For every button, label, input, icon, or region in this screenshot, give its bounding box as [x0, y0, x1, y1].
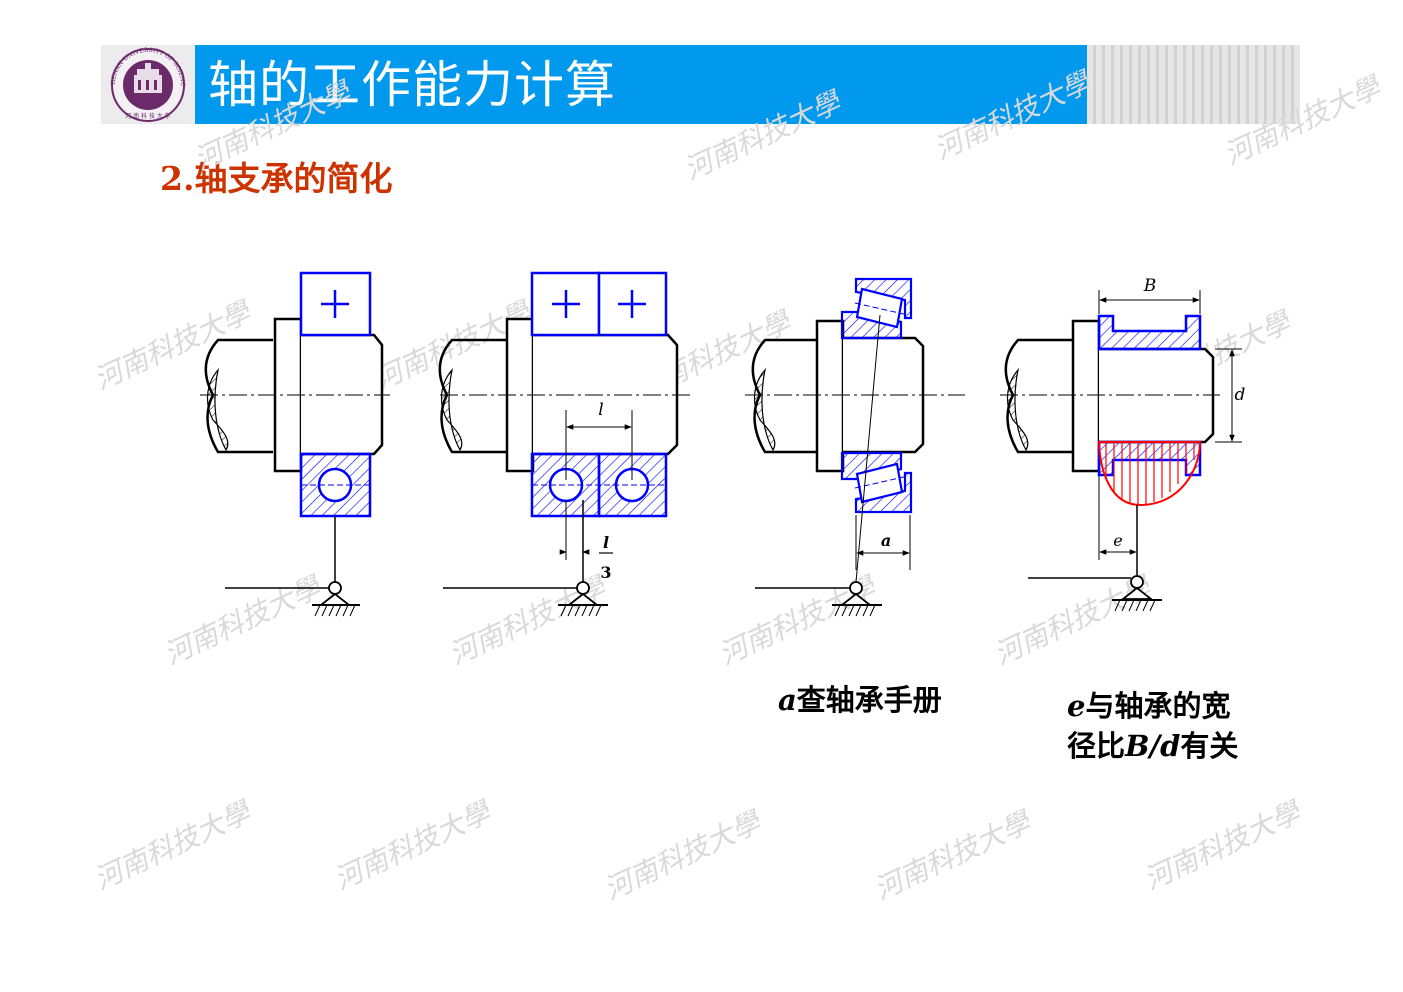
header-gray-panel	[1087, 45, 1300, 124]
caption-e-var: e	[1067, 689, 1086, 723]
section-subtitle: 2.轴支承的简化	[160, 159, 393, 198]
caption-a-text: 查轴承手册	[796, 683, 942, 717]
university-logo: HENAN UNIVERSITY OF SCIENCE & TECHNOLOGY…	[98, 40, 186, 122]
caption-a-var: a	[778, 683, 797, 717]
label-d: d	[1235, 385, 1246, 405]
logo-box: HENAN UNIVERSITY OF SCIENCE & TECHNOLOGY…	[98, 40, 195, 124]
caption-e: e与轴承的宽 径比B/d有关	[1067, 686, 1238, 766]
label-frac-num: l	[603, 533, 609, 552]
label-B: B	[1143, 276, 1157, 296]
caption-e-text2-post: 有关	[1180, 729, 1239, 763]
caption-e-text2-var: B/d	[1125, 729, 1181, 763]
header-bar	[195, 45, 1087, 124]
caption-e-line2: 径比B/d有关	[1067, 726, 1238, 766]
diagram-sliding-bearing: B d e	[1000, 276, 1246, 612]
logo-chars: 河 南 科 技 大 学	[125, 112, 171, 120]
caption-e-text2-pre: 径比	[1067, 729, 1126, 763]
label-a: a	[881, 531, 891, 550]
diagram-tapered-roller: a	[745, 277, 965, 617]
caption-e-line1: e与轴承的宽	[1067, 686, 1238, 726]
caption-a: a查轴承手册	[778, 680, 942, 720]
label-e: e	[1113, 531, 1122, 550]
label-frac-den: 3	[600, 563, 611, 582]
page-title: 轴的工作能力计算	[208, 56, 616, 114]
label-l: l	[598, 400, 603, 420]
diagram-deep-groove-single	[200, 271, 390, 617]
caption-e-text1: 与轴承的宽	[1085, 689, 1231, 723]
diagram-deep-groove-pair: l l 3	[438, 271, 690, 617]
